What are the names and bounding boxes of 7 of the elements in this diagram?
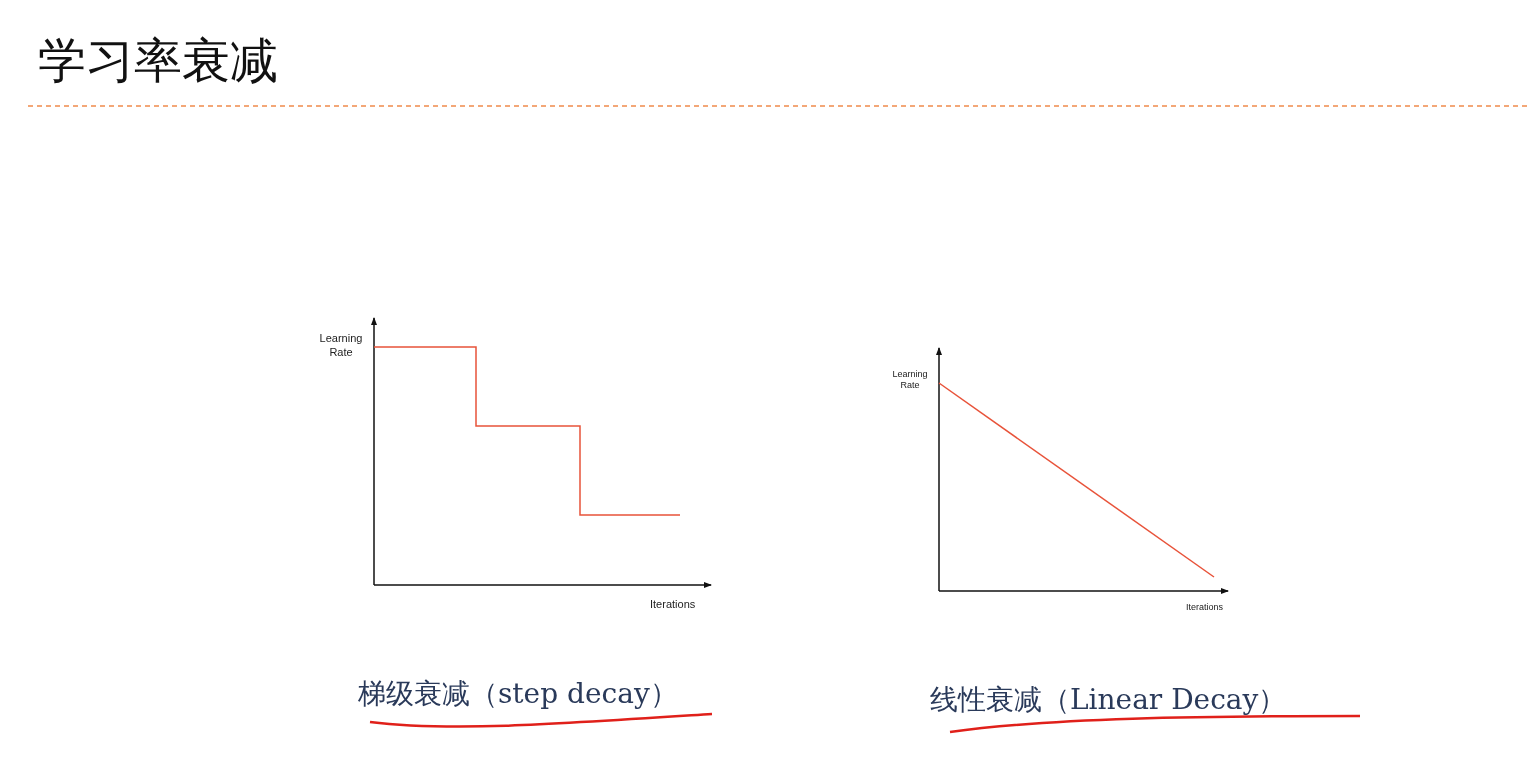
slide-title: 学习率衰减 [38,31,278,90]
axis-label: Iterations [1186,602,1224,614]
chart-caption: 线性衰减（Linear Decay） [930,682,1287,717]
axis-label: Learning Rate [891,369,929,392]
axis-label: Iterations [650,598,696,612]
axis-label: Learning Rate [318,332,364,360]
chart-caption: 梯级衰减（step decay） [358,676,678,711]
